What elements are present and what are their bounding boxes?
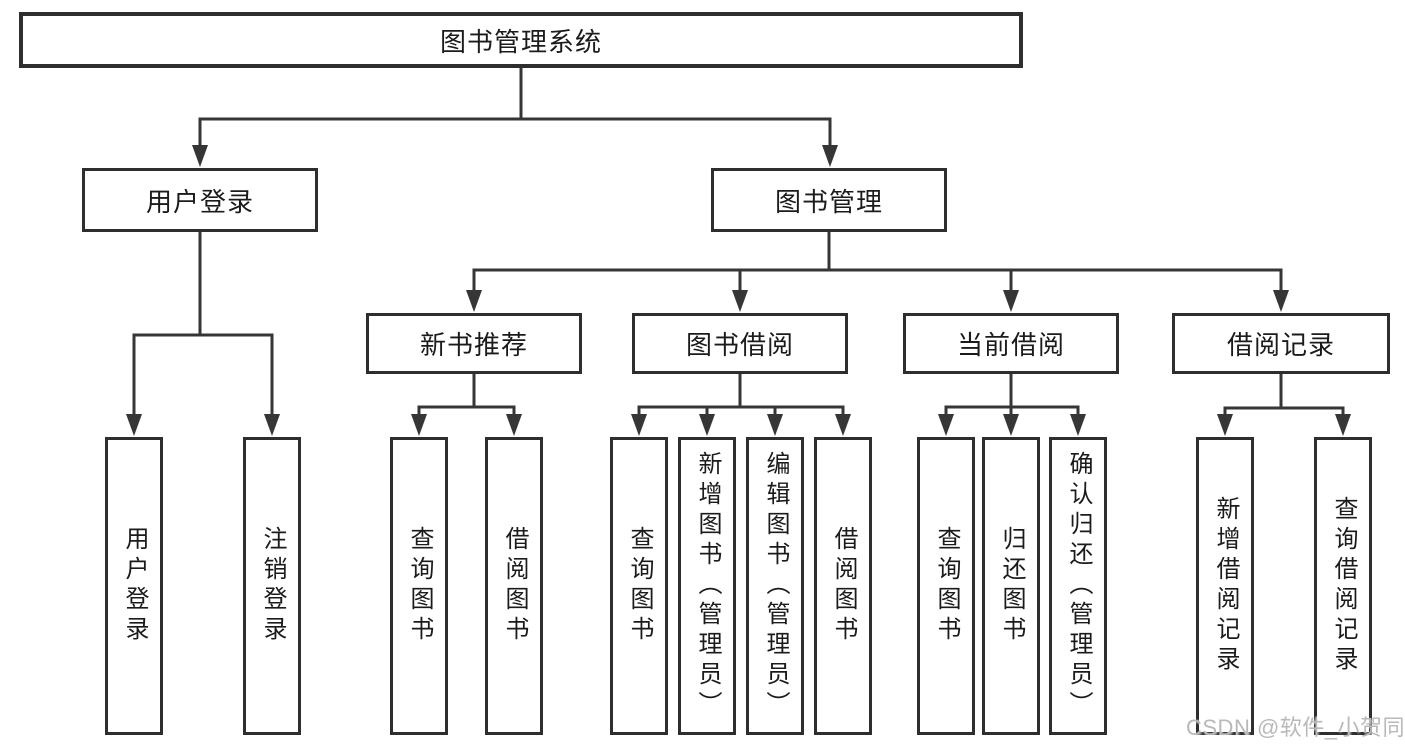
node-user-login: 用户登录 <box>82 168 318 232</box>
leaf-edit-book-admin: 编辑图书（管理员） <box>746 437 804 735</box>
node-library-management-system: 图书管理系统 <box>19 12 1023 68</box>
node-label: 借阅图书 <box>830 526 857 646</box>
leaf-query-books-borrow: 查询图书 <box>610 437 668 735</box>
node-label: 查询图书 <box>406 526 433 646</box>
node-label: 查询图书 <box>933 526 960 646</box>
leaf-borrow-books-recommend: 借阅图书 <box>485 437 543 735</box>
node-label: 新增借阅记录 <box>1212 496 1239 676</box>
node-new-book-recommend: 新书推荐 <box>366 313 582 374</box>
node-label: 新增图书（管理员） <box>694 451 721 721</box>
node-borrow-records: 借阅记录 <box>1172 313 1390 374</box>
leaf-borrow-books: 借阅图书 <box>814 437 872 735</box>
node-label: 借阅图书 <box>501 526 528 646</box>
node-label: 图书管理 <box>774 186 883 217</box>
leaf-confirm-return-admin: 确认归还（管理员） <box>1049 437 1107 735</box>
node-label: 用户登录 <box>121 526 148 646</box>
node-label: 确认归还（管理员） <box>1065 451 1092 721</box>
node-current-borrow: 当前借阅 <box>903 313 1119 374</box>
node-label: 图书管理系统 <box>439 26 602 57</box>
node-book-management: 图书管理 <box>711 168 947 232</box>
leaf-user-login: 用户登录 <box>105 437 163 735</box>
leaf-query-borrow-record: 查询借阅记录 <box>1314 437 1372 735</box>
csdn-watermark: CSDN @软件_小贺同学 <box>1186 715 1405 740</box>
node-label: 图书借阅 <box>685 330 794 360</box>
node-label: 查询借阅记录 <box>1330 496 1357 676</box>
node-label: 借阅记录 <box>1226 330 1335 360</box>
node-label: 编辑图书（管理员） <box>762 451 789 721</box>
node-book-borrow: 图书借阅 <box>632 313 848 374</box>
leaf-return-book: 归还图书 <box>982 437 1040 735</box>
leaf-query-books-recommend: 查询图书 <box>390 437 448 735</box>
node-label: 归还图书 <box>998 526 1025 646</box>
node-label: 当前借阅 <box>956 330 1065 360</box>
node-label: 新书推荐 <box>419 330 528 360</box>
leaf-add-book-admin: 新增图书（管理员） <box>678 437 736 735</box>
node-label: 用户登录 <box>145 186 254 217</box>
leaf-add-borrow-record: 新增借阅记录 <box>1196 437 1254 735</box>
leaf-query-books-current: 查询图书 <box>917 437 975 735</box>
node-label: 查询图书 <box>626 526 653 646</box>
node-label: 注销登录 <box>259 526 286 646</box>
leaf-logout: 注销登录 <box>243 437 301 735</box>
